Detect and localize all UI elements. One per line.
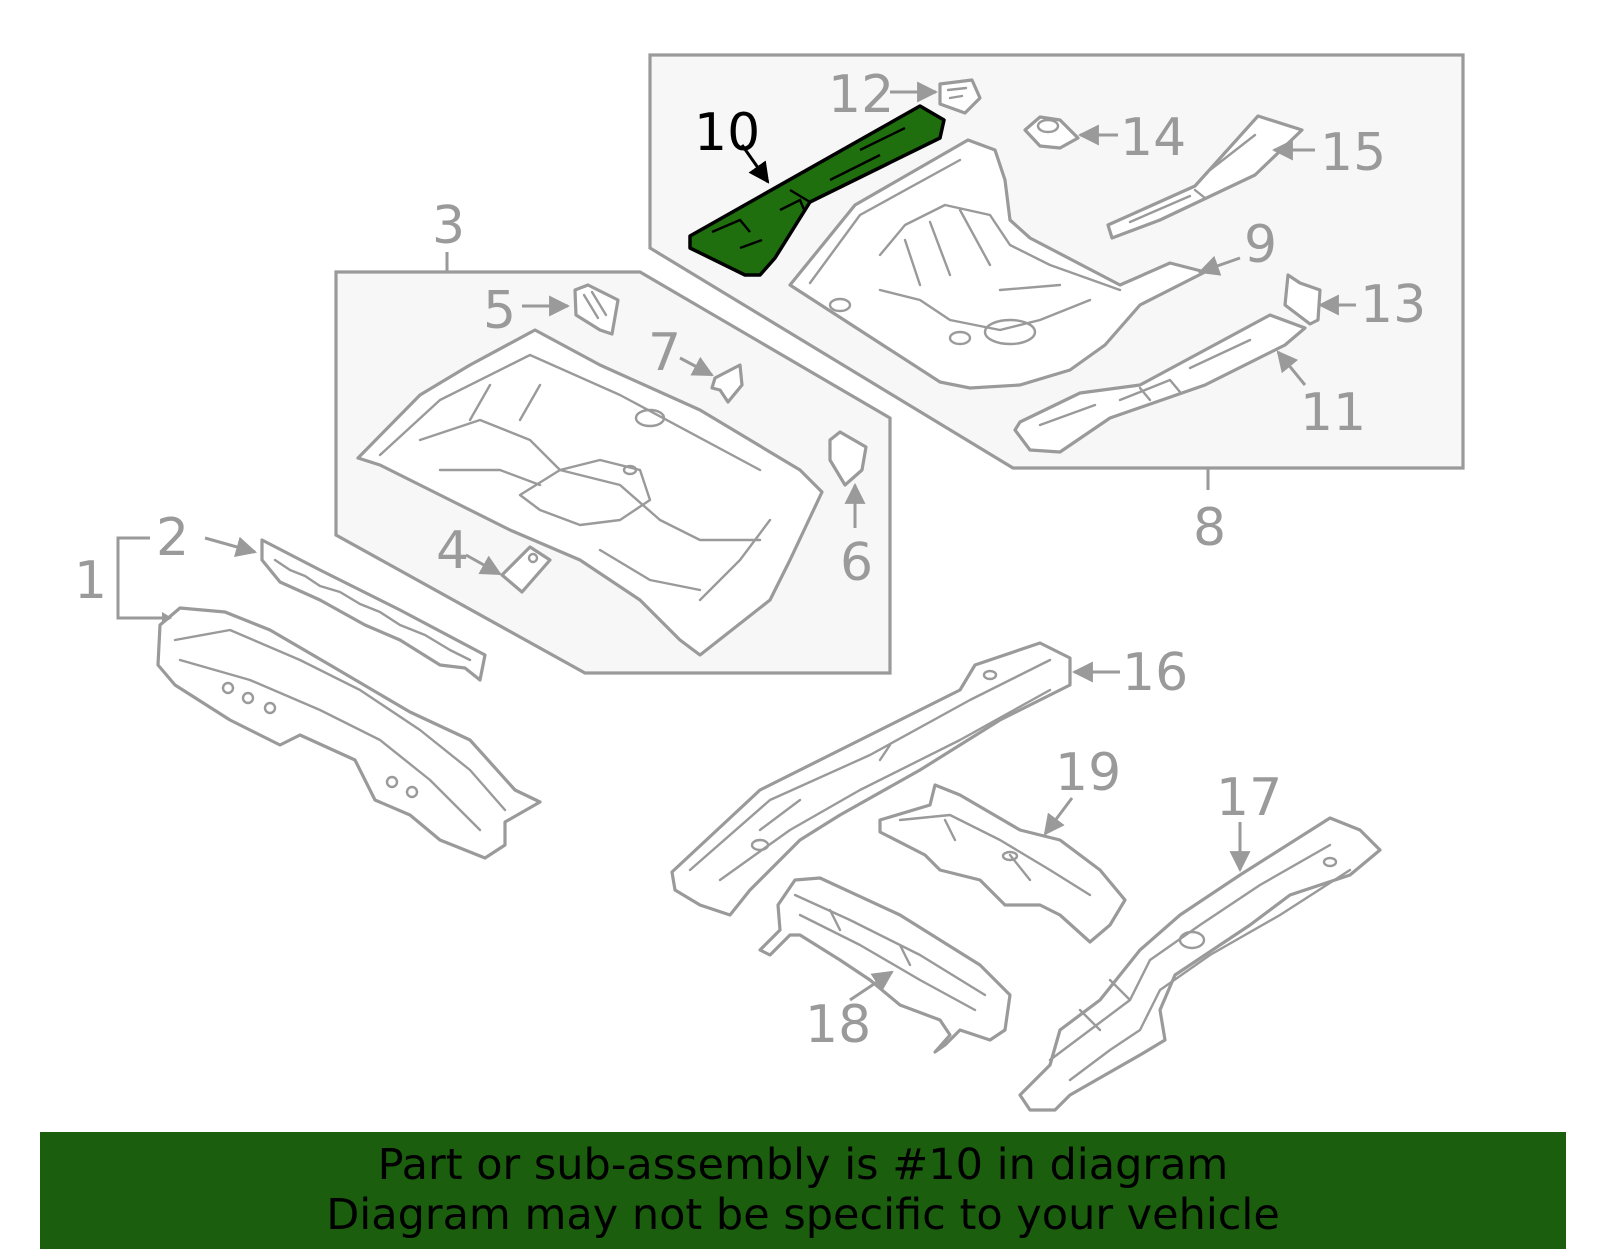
info-banner: Part or sub-assembly is #10 in diagram D…: [40, 1132, 1566, 1249]
callout-10[interactable]: 10: [694, 103, 760, 163]
part-3[interactable]: [356, 328, 824, 657]
part-2[interactable]: [260, 538, 487, 682]
callout-15[interactable]: 15: [1320, 123, 1386, 183]
banner-line-2: Diagram may not be specific to your vehi…: [326, 1190, 1280, 1240]
callout-14[interactable]: 14: [1120, 108, 1186, 168]
callout-18[interactable]: 18: [805, 995, 871, 1055]
callout-6[interactable]: 6: [840, 533, 873, 593]
callout-12[interactable]: 12: [828, 65, 894, 125]
part-19[interactable]: [878, 783, 1127, 944]
part-5[interactable]: [573, 283, 620, 336]
part-17[interactable]: [1018, 816, 1382, 1112]
callout-4[interactable]: 4: [436, 521, 469, 581]
callout-11[interactable]: 11: [1300, 383, 1366, 443]
part-4[interactable]: [500, 545, 552, 594]
callout-2[interactable]: 2: [156, 508, 189, 568]
callout-17[interactable]: 17: [1216, 768, 1282, 828]
part-18[interactable]: [758, 876, 1012, 1054]
callout-9[interactable]: 9: [1244, 215, 1277, 275]
callout-1[interactable]: 1: [74, 551, 107, 611]
part-7[interactable]: [710, 363, 744, 404]
part-16[interactable]: [670, 641, 1072, 917]
part-11[interactable]: [1013, 313, 1307, 454]
part-10-highlighted[interactable]: [688, 104, 946, 277]
callout-13[interactable]: 13: [1360, 275, 1426, 335]
callout-19[interactable]: 19: [1055, 743, 1121, 803]
callout-labels: 1 2 3 4 5 6 7 8 9 10 11 12 13 14 15 16 1…: [74, 65, 1426, 1055]
part-9[interactable]: [788, 138, 1207, 390]
callout-16[interactable]: 16: [1122, 643, 1188, 703]
part-12[interactable]: [938, 78, 982, 115]
callout-5[interactable]: 5: [483, 281, 516, 341]
part-13[interactable]: [1283, 273, 1322, 326]
part-6[interactable]: [828, 430, 868, 487]
callout-3[interactable]: 3: [432, 196, 465, 256]
parts-diagram: 1 2 3 4 5 6 7 8 9 10 11 12 13 14 15 16 1…: [74, 53, 1465, 1112]
banner-line-1: Part or sub-assembly is #10 in diagram: [377, 1140, 1229, 1190]
callout-7[interactable]: 7: [648, 323, 681, 383]
part-1[interactable]: [156, 606, 542, 860]
callout-8[interactable]: 8: [1193, 498, 1226, 558]
leader-lines: [116, 81, 1356, 1002]
